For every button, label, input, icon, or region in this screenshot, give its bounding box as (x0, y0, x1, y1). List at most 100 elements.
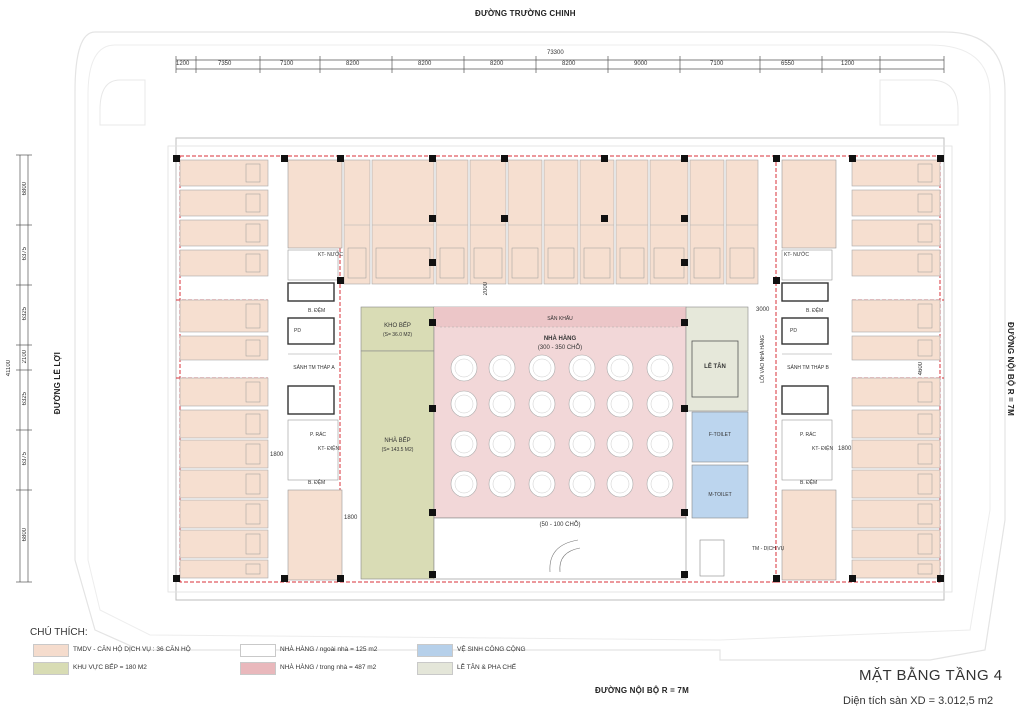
restaurant-label: NHÀ HÀNG (543, 336, 577, 342)
outdoor-capacity: (50 - 100 CHỖ) (539, 522, 581, 528)
kho-bep-label: KHO BẾP (384, 323, 411, 329)
nha-bep-label: NHÀ BẾP (384, 438, 411, 444)
legend-label-5: LỄ TÂN & PHA CHẾ (457, 664, 517, 671)
structural-column (849, 155, 856, 162)
structural-column (281, 155, 288, 162)
stage-label: SÂN KHẤU (547, 316, 573, 322)
apartment-unit (851, 377, 941, 407)
structural-column (937, 575, 944, 582)
left-dim-3: 2100 (22, 349, 28, 363)
reception-area (685, 306, 749, 412)
apartment-unit (851, 469, 941, 499)
apartment-unit (179, 559, 269, 579)
kt-nuoc-a: KT- NƯỚC (318, 252, 343, 258)
apartment-unit (469, 159, 507, 285)
street-left: ĐƯỜNG LÊ LỢI (53, 352, 62, 415)
structural-column (429, 509, 436, 516)
structural-column (773, 155, 780, 162)
apartment-unit (179, 439, 269, 469)
legend-label-0: TMDV - CĂN HỘ DỊCH VỤ : 36 CĂN HỘ (73, 646, 191, 653)
top-dim-8: 7100 (710, 61, 724, 67)
p-rac-b: P. RÁC (800, 432, 817, 438)
structural-column (681, 215, 688, 222)
structural-column (429, 155, 436, 162)
f-toilet-area (691, 411, 749, 463)
total-height-dim: 41100 (6, 360, 12, 377)
apartment-unit (179, 377, 269, 407)
structural-column (337, 277, 344, 284)
top-dim-1: 7350 (218, 61, 232, 67)
b-dem-b2: B. ĐỆM (800, 480, 818, 486)
sanh-b-label: SẢNH TM THÁP B (787, 365, 829, 371)
structural-column (173, 575, 180, 582)
apartment-unit (179, 189, 269, 217)
structural-column (681, 571, 688, 578)
structural-column (337, 155, 344, 162)
top-dim-0: 1200 (176, 61, 190, 67)
kitchen-store-area (360, 306, 435, 352)
apartment-unit (179, 469, 269, 499)
structural-column (937, 155, 944, 162)
m-toilet-area (691, 464, 749, 519)
restaurant-capacity: (300 - 350 CHỖ) (537, 345, 583, 351)
f-toilet-label: F-TOILET (708, 432, 732, 438)
apartment-unit (851, 529, 941, 559)
apartment-unit (179, 335, 269, 361)
apartment-unit (179, 219, 269, 247)
structural-column (429, 405, 436, 412)
apartment-unit (179, 409, 269, 439)
structural-column (501, 215, 508, 222)
left-dim-1: 6375 (22, 247, 28, 261)
left-dim-6: 6800 (22, 528, 28, 542)
page-subtitle: Diện tích sàn XD = 3.012,5 m2 (843, 695, 994, 707)
street-bottom: ĐƯỜNG NỘI BỘ R = 7M (595, 686, 689, 695)
apartment-unit (435, 159, 469, 285)
apartment-unit (615, 159, 649, 285)
p-rac-a: P. RÁC (310, 432, 327, 438)
apartment-unit (851, 249, 941, 277)
apartment-unit (851, 335, 941, 361)
apartment-unit (179, 159, 269, 187)
page-title: MẶT BẰNG TẦNG 4 (859, 667, 1003, 684)
dim-1800-a: 1800 (270, 452, 284, 458)
total-width-dim: 73300 (547, 50, 564, 56)
apartment-unit (179, 529, 269, 559)
apartment-unit (725, 159, 759, 285)
apartment-unit (689, 159, 725, 285)
structural-column (429, 319, 436, 326)
b-dem-b1: B. ĐỆM (806, 308, 824, 314)
kt-nuoc-b: KT- NƯỚC (784, 252, 809, 258)
structural-column (429, 571, 436, 578)
apartment-unit (851, 439, 941, 469)
legend-swatch-0 (33, 644, 69, 657)
structural-column (601, 215, 608, 222)
tm-dich-vu-label: TM - DỊCH VỤ (752, 546, 785, 552)
structural-column (849, 575, 856, 582)
entrance-label: LỐI VÀO NHÀ HÀNG (760, 335, 766, 383)
top-dim-3: 8200 (346, 61, 360, 67)
kitchen-area (360, 350, 435, 580)
structural-column (681, 319, 688, 326)
structural-column (337, 575, 344, 582)
reception-label: LỄ TÂN (704, 364, 726, 370)
m-toilet-label: M-TOILET (708, 492, 732, 498)
top-dim-4: 8200 (418, 61, 432, 67)
apartment-unit (851, 299, 941, 333)
apartment-unit (851, 559, 941, 579)
kt-dien-b: KT- ĐIỆN (812, 446, 834, 452)
top-dim-5: 8200 (490, 61, 504, 67)
structural-column (773, 575, 780, 582)
left-dim-4: 6325 (22, 392, 28, 406)
legend-label-2: NHÀ HÀNG / ngoài nhà = 125 m2 (280, 646, 378, 653)
apartment-unit (371, 159, 435, 285)
apartment-unit (179, 499, 269, 529)
kt-dien-a: KT- ĐIỆN (318, 446, 340, 452)
street-top: ĐƯỜNG TRƯỜNG CHINH (475, 9, 576, 18)
street-right: ĐƯỜNG NỘI BỘ R = 7M (1006, 322, 1015, 416)
apartment-unit (851, 189, 941, 217)
structural-column (429, 259, 436, 266)
apartment-unit (851, 499, 941, 529)
dim-1800-c: 1800 (838, 446, 852, 452)
left-dim-0: 6800 (22, 182, 28, 196)
